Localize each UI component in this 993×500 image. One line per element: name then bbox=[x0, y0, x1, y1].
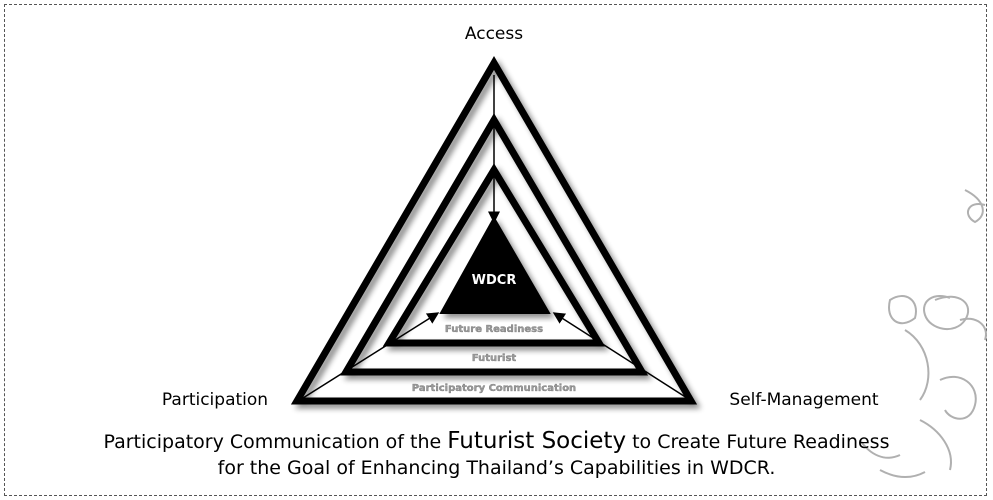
caption-line-1-start: Participatory Communication of the bbox=[103, 431, 448, 453]
inner-triangle bbox=[382, 163, 606, 347]
middle-triangle bbox=[339, 113, 649, 376]
core-triangle bbox=[439, 215, 551, 314]
arrow-left bbox=[302, 312, 440, 399]
caption-line-2: for the Goal of Enhancing Thailand’s Cap… bbox=[217, 457, 776, 479]
arrow-right bbox=[552, 312, 688, 399]
vertex-label-participation: Participation bbox=[162, 390, 268, 410]
vertex-label-self-management: Self-Management bbox=[729, 390, 878, 410]
vertex-label-access: Access bbox=[465, 24, 523, 44]
core-label: WDCR bbox=[472, 273, 517, 288]
ring-label-participatory-communication: Participatory Communication bbox=[412, 383, 576, 394]
ring-label-futurist: Futurist bbox=[472, 353, 517, 364]
caption-line-1-end: to Create Future Readiness bbox=[626, 431, 890, 453]
caption-emphasis: Futurist Society bbox=[447, 428, 627, 454]
ring-label-future-readiness: Future Readiness bbox=[445, 324, 543, 335]
watermark-ornament bbox=[859, 189, 987, 478]
diagram-frame bbox=[4, 4, 987, 496]
caption-line-1: Participatory Communication of the Futur… bbox=[0, 428, 993, 454]
outer-triangle bbox=[290, 56, 698, 405]
